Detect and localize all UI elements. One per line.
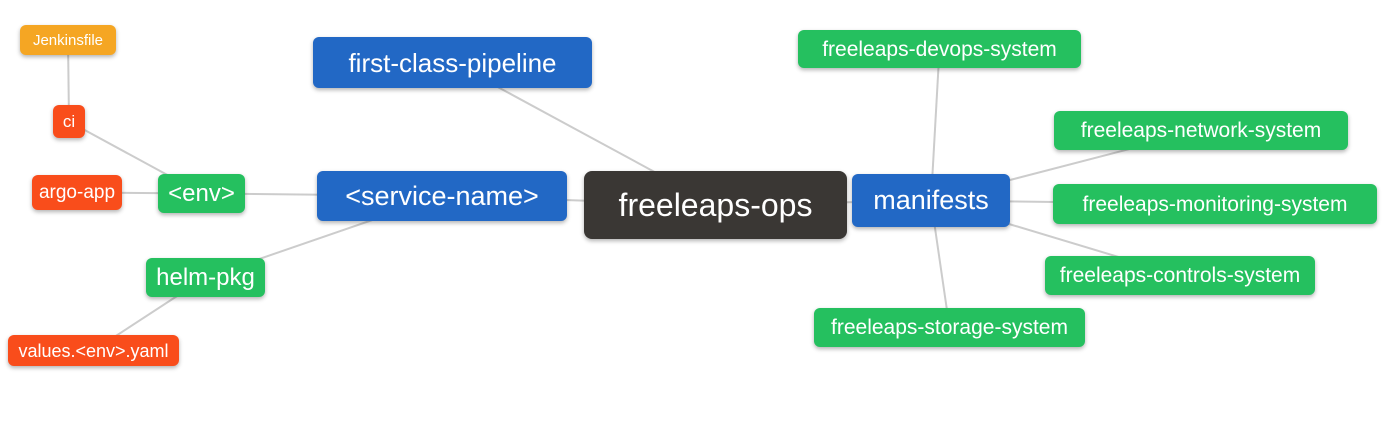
node-manifests[interactable]: manifests bbox=[852, 174, 1010, 227]
node-service-name[interactable]: <service-name> bbox=[317, 171, 567, 221]
node-values-env-yaml[interactable]: values.<env>.yaml bbox=[8, 335, 179, 366]
node-root-freeleaps-ops[interactable]: freeleaps-ops bbox=[584, 171, 847, 239]
node-freeleaps-monitoring-system[interactable]: freeleaps-monitoring-system bbox=[1053, 184, 1377, 224]
node-freeleaps-controls-system[interactable]: freeleaps-controls-system bbox=[1045, 256, 1315, 295]
node-argo-app[interactable]: argo-app bbox=[32, 175, 122, 210]
node-freeleaps-devops-system[interactable]: freeleaps-devops-system bbox=[798, 30, 1081, 68]
node-freeleaps-storage-system[interactable]: freeleaps-storage-system bbox=[814, 308, 1085, 347]
node-jenkinsfile[interactable]: Jenkinsfile bbox=[20, 25, 116, 55]
node-env[interactable]: <env> bbox=[158, 174, 245, 213]
node-helm-pkg[interactable]: helm-pkg bbox=[146, 258, 265, 297]
node-freeleaps-network-system[interactable]: freeleaps-network-system bbox=[1054, 111, 1348, 150]
node-ci[interactable]: ci bbox=[53, 105, 85, 138]
node-first-class-pipeline[interactable]: first-class-pipeline bbox=[313, 37, 592, 88]
